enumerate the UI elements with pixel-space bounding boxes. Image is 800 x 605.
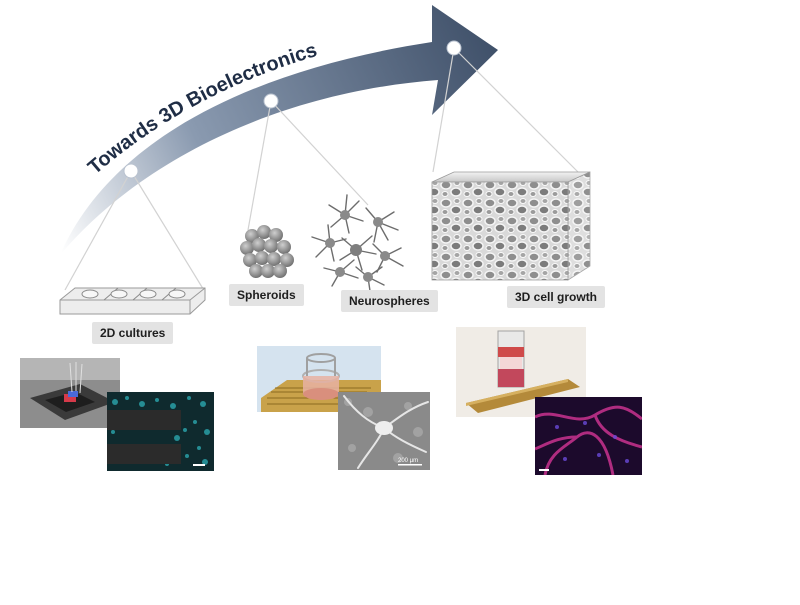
spheroid-illustration: [240, 225, 294, 278]
connector-lines: [64, 47, 579, 293]
scaffold-cube-illustration: [431, 171, 591, 281]
sem-scale-label: 200 µm: [398, 458, 418, 464]
photo-sem-neuron: 200 µm: [338, 392, 430, 470]
stage-label-neurospheres: Neurospheres: [341, 290, 438, 312]
stage-label-spheroids: Spheroids: [229, 284, 304, 306]
photo-2d-fluorescence: [107, 392, 214, 471]
photo-2d-device: [20, 358, 120, 428]
stage-label-2d-cultures: 2D cultures: [92, 322, 174, 344]
photo-3d-device: [456, 327, 586, 417]
milestone-dot-2d: [123, 163, 139, 179]
stage-label-3d-cell-growth: 3D cell growth: [507, 286, 606, 308]
milestone-dot-spheroids: [263, 93, 279, 109]
neurosphere-illustration: [311, 194, 404, 292]
photo-3d-fluorescence: [535, 397, 642, 475]
monolayer-illustration: [59, 287, 206, 315]
progress-arrow: [60, 5, 498, 255]
milestone-dot-3d: [446, 40, 462, 56]
